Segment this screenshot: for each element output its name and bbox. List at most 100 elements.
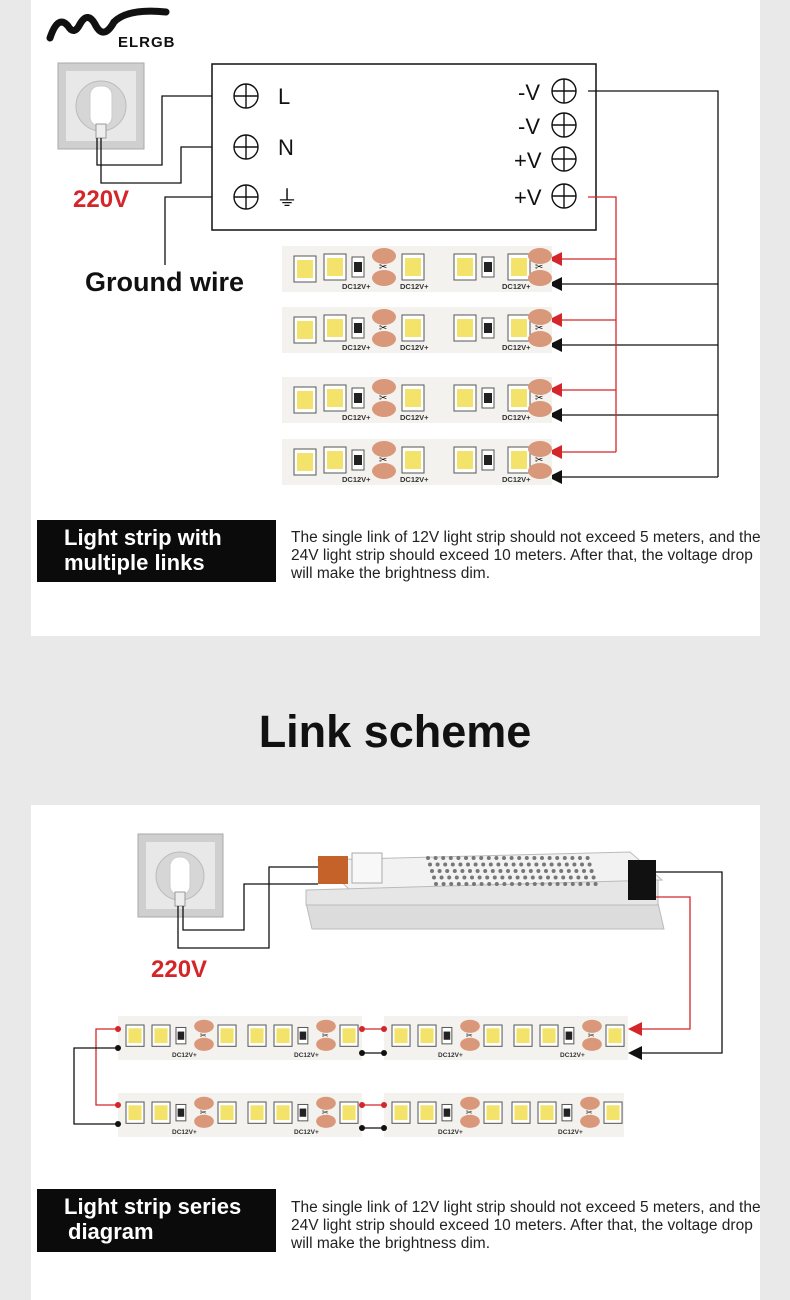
- strip-marking: DC12V+: [342, 282, 371, 291]
- negative-arrows: [548, 277, 562, 484]
- vent-hole: [445, 869, 450, 873]
- led-chip-light: [511, 451, 527, 469]
- vent-hole: [437, 869, 442, 873]
- cut-mark-icon: ✂: [200, 1031, 207, 1040]
- vent-hole: [509, 856, 514, 860]
- vent-hole: [511, 862, 516, 867]
- strip-marking: DC12V+: [400, 475, 429, 484]
- vent-hole: [536, 869, 541, 873]
- vent-hole: [578, 882, 583, 886]
- led-chip-light: [128, 1105, 142, 1121]
- resistor-body: [443, 1108, 451, 1117]
- solder-pad-negative: [580, 1114, 600, 1128]
- resistor-body: [443, 1031, 451, 1040]
- wall-socket-icon: [137, 833, 224, 918]
- positive-arrow: [628, 1022, 642, 1036]
- cut-mark-icon: ✂: [535, 323, 543, 334]
- vent-hole: [547, 856, 552, 860]
- led-chip-light: [542, 1028, 556, 1044]
- resistor-body: [177, 1031, 185, 1040]
- led-chip-light: [297, 391, 313, 409]
- vent-hole: [448, 856, 453, 860]
- led-chip-light: [342, 1105, 356, 1121]
- strip-marking: DC12V+: [502, 282, 531, 291]
- vent-hole: [519, 862, 524, 867]
- resistor-body: [484, 262, 492, 272]
- strip-marking: DC12V+: [400, 343, 429, 352]
- cut-mark-icon: ✂: [588, 1031, 595, 1040]
- vent-hole: [502, 856, 506, 860]
- vent-hole: [486, 856, 491, 860]
- vent-hole: [572, 862, 577, 867]
- resistor-body: [299, 1031, 307, 1040]
- led-chip-light: [250, 1105, 264, 1121]
- left-terminal-icons: [233, 83, 259, 210]
- voltage-label: 220V: [151, 956, 208, 983]
- vent-hole: [430, 869, 434, 873]
- solder-pad-positive: [372, 309, 396, 325]
- description-text: The single link of 12V light strip shoul…: [291, 529, 761, 582]
- led-chip-light: [514, 1105, 528, 1121]
- solder-pad-positive: [316, 1096, 336, 1110]
- led-chip-light: [128, 1028, 142, 1044]
- vent-hole: [456, 856, 461, 860]
- vent-hole: [466, 862, 470, 867]
- strip-marking: DC12V+: [502, 475, 531, 484]
- vent-hole: [589, 869, 594, 873]
- ground-wire-label: Ground wire: [85, 267, 245, 297]
- strip-marking: DC12V+: [172, 1129, 197, 1136]
- vent-hole: [488, 862, 493, 867]
- led-strip: ✂DC12V+DC12V+✂DC12V+: [282, 377, 552, 423]
- right-terminal-icons: [551, 78, 577, 209]
- vent-hole: [435, 862, 440, 867]
- jumper-dots: [115, 1026, 387, 1131]
- vent-hole: [524, 856, 529, 860]
- vent-hole: [500, 875, 505, 880]
- solder-pad-positive: [372, 379, 396, 395]
- vent-hole: [439, 875, 444, 880]
- led-strip: ✂DC12V+✂DC12V+: [118, 1093, 362, 1137]
- terminal-label-pos-1: +V: [514, 148, 542, 173]
- solder-pad-negative: [316, 1114, 336, 1128]
- vent-hole: [462, 875, 467, 880]
- negative-bus-wire: [560, 90, 719, 478]
- led-chip-light: [394, 1105, 408, 1121]
- led-chip-light: [420, 1105, 434, 1121]
- caption-line-2: multiple links: [64, 550, 205, 575]
- vent-hole: [580, 862, 584, 867]
- mains-wires: [96, 95, 226, 265]
- solder-pad-negative: [372, 463, 396, 479]
- led-chip-light: [220, 1105, 234, 1121]
- brand-logo-mark: [46, 7, 170, 42]
- solder-pad-negative: [460, 1037, 480, 1051]
- terminal-label-n: N: [278, 135, 294, 160]
- solder-pad-negative: [528, 401, 552, 417]
- led-chip-light: [297, 260, 313, 278]
- power-supply-box: [211, 63, 597, 231]
- vent-hole: [454, 875, 459, 880]
- vent-hole: [508, 875, 512, 880]
- cut-mark-icon: ✂: [379, 455, 387, 466]
- vent-hole: [532, 856, 537, 860]
- cut-mark-icon: ✂: [322, 1108, 329, 1117]
- resistor-body: [565, 1031, 573, 1040]
- resistor-body: [354, 455, 362, 465]
- positive-output-wire: [630, 896, 691, 1030]
- solder-pad-negative: [194, 1037, 214, 1051]
- vent-hole: [538, 875, 543, 880]
- led-strip: ✂DC12V+DC12V+✂DC12V+: [282, 439, 552, 485]
- led-chip-light: [516, 1028, 530, 1044]
- vent-hole: [502, 882, 507, 886]
- vent-hole: [496, 862, 501, 867]
- strip-marking: DC12V+: [438, 1052, 463, 1059]
- cut-mark-icon: ✂: [535, 393, 543, 404]
- led-chip-light: [276, 1105, 290, 1121]
- led-strip: ✂DC12V+DC12V+✂DC12V+: [282, 307, 552, 353]
- strip-marking: DC12V+: [172, 1052, 197, 1059]
- vent-hole: [483, 869, 488, 873]
- vent-hole: [534, 862, 539, 867]
- led-chip-light: [540, 1105, 554, 1121]
- vent-hole: [593, 882, 598, 886]
- parallel-wiring-diagram: L N ⏚ -V -V +V +V ✂DC12V+DC12V+✂DC: [57, 62, 719, 485]
